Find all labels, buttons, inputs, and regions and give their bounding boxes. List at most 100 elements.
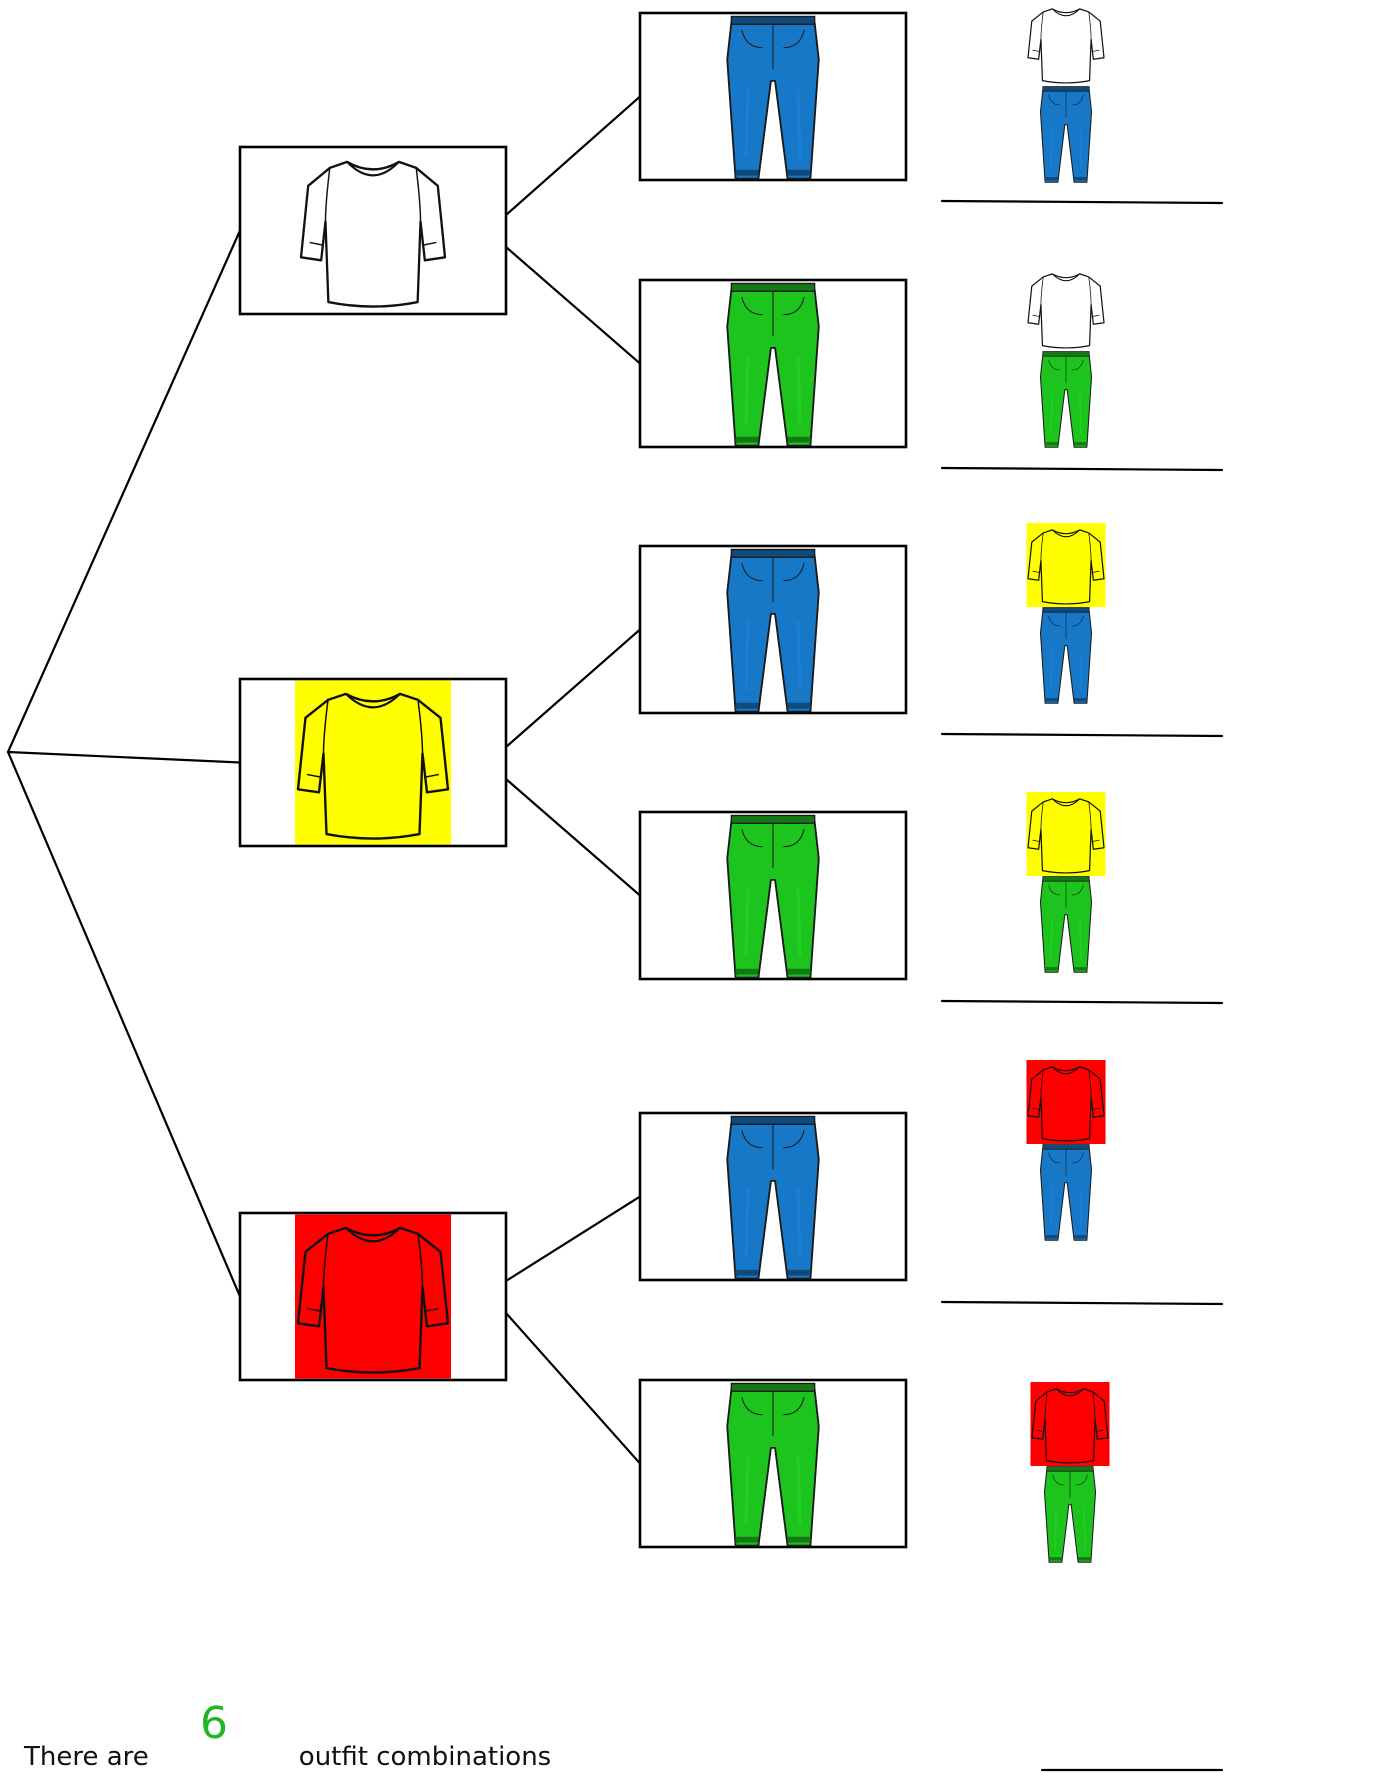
shirt-collar	[1051, 273, 1081, 282]
t-shirt-icon	[295, 1214, 451, 1379]
shirt-collar	[346, 161, 400, 177]
shirt-collar	[1051, 8, 1081, 17]
jeans-icon	[726, 15, 820, 180]
shirt-cuffs	[1032, 314, 1100, 318]
t-shirt-icon	[1027, 8, 1105, 84]
t-shirt-icon	[1026, 1060, 1106, 1144]
pants-highlights	[744, 887, 802, 957]
pants-highlights	[744, 355, 802, 425]
pants-highlights	[1050, 1187, 1082, 1228]
shirt-seams	[1044, 1391, 1096, 1420]
shirt-body	[296, 692, 450, 840]
shirt-body	[1027, 8, 1105, 84]
pants-highlights	[1054, 1509, 1086, 1550]
pants-highlights	[1050, 650, 1082, 691]
pants-body	[1043, 1469, 1097, 1563]
outcome-divider	[940, 732, 1224, 738]
shirt-body	[1027, 273, 1105, 349]
pants-highlights	[1050, 919, 1082, 960]
jeans-icon	[726, 1382, 820, 1547]
pants-highlights	[744, 88, 802, 158]
shirt-collar	[1051, 798, 1081, 807]
pants-waistband	[730, 814, 816, 824]
shirt-collar	[1051, 529, 1081, 538]
t-shirt-icon	[1026, 523, 1106, 607]
shirt-seams	[1040, 801, 1092, 830]
pants-highlights	[1050, 129, 1082, 170]
shirt-seams	[322, 1233, 424, 1288]
pants-pockets	[1048, 881, 1084, 908]
pants-waistband	[730, 1382, 816, 1392]
branch-line	[504, 628, 642, 749]
caption-prefix: There are	[24, 1742, 149, 1772]
shirt-collar	[1051, 1066, 1081, 1075]
pants-pockets	[1048, 1149, 1084, 1176]
branch-line	[504, 1195, 642, 1283]
shirt-cuffs	[1032, 1107, 1100, 1111]
shirt-seams	[324, 167, 422, 222]
shirt-seams	[1040, 11, 1092, 40]
pants-body	[1039, 89, 1093, 183]
branch-line	[504, 245, 642, 365]
pants-waistband	[1042, 1144, 1090, 1150]
pants-body	[726, 288, 820, 447]
caption-sentence: There are outfit combinations	[24, 1742, 551, 1772]
shirt-body	[1031, 1388, 1109, 1464]
jeans-icon	[726, 548, 820, 713]
shirt-cuffs	[306, 773, 440, 779]
pants-body	[1039, 610, 1093, 704]
caption-suffix: outfit combinations	[298, 1742, 552, 1772]
jeans-icon	[1039, 607, 1093, 704]
shirt-cuffs	[1032, 839, 1100, 843]
caption: There are outfit combinations 6	[24, 1698, 1224, 1777]
pants-pockets	[741, 557, 805, 603]
pants-body	[726, 1388, 820, 1547]
pants-pockets	[741, 823, 805, 869]
shirt-cuffs	[309, 241, 437, 247]
shirt-seams	[322, 699, 424, 754]
outcome-divider	[940, 1300, 1224, 1306]
pants-body	[726, 21, 820, 180]
pants-highlights	[744, 1455, 802, 1525]
pants-body	[1039, 879, 1093, 973]
shirt-body	[1027, 529, 1105, 605]
shirt-body	[1027, 1066, 1105, 1142]
t-shirt-icon	[1026, 792, 1106, 876]
branch-line	[6, 229, 242, 754]
pants-waistband	[730, 1115, 816, 1125]
pants-pockets	[741, 1124, 805, 1170]
pants-highlights	[744, 1188, 802, 1258]
shirt-body	[1027, 798, 1105, 874]
shirt-cuffs	[306, 1307, 440, 1313]
outcome-divider	[940, 466, 1224, 472]
pants-body	[726, 820, 820, 979]
pants-pockets	[1048, 612, 1084, 639]
pants-highlights	[1050, 394, 1082, 435]
pants-pockets	[741, 291, 805, 337]
branch-line	[6, 750, 242, 764]
pants-body	[1039, 1147, 1093, 1241]
jeans-icon	[1043, 1466, 1097, 1563]
pants-waistband	[730, 15, 816, 25]
pants-pockets	[741, 24, 805, 70]
pants-body	[726, 1121, 820, 1280]
jeans-icon	[1039, 876, 1093, 973]
branch-line	[504, 1311, 642, 1465]
t-shirt-icon	[299, 160, 447, 308]
shirt-cuffs	[1036, 1429, 1104, 1433]
pants-highlights	[744, 621, 802, 691]
jeans-icon	[1039, 1144, 1093, 1241]
pants-body	[1039, 354, 1093, 448]
t-shirt-icon	[1030, 1382, 1110, 1466]
shirt-body	[299, 160, 447, 308]
jeans-icon	[1039, 86, 1093, 183]
shirt-collar	[345, 693, 401, 709]
t-shirt-icon	[1027, 273, 1105, 349]
jeans-icon	[726, 814, 820, 979]
pants-waistband	[1042, 876, 1090, 882]
pants-waistband	[730, 548, 816, 558]
shirt-seams	[1040, 532, 1092, 561]
answer-value: 6	[200, 1698, 228, 1749]
pants-waistband	[1042, 351, 1090, 357]
